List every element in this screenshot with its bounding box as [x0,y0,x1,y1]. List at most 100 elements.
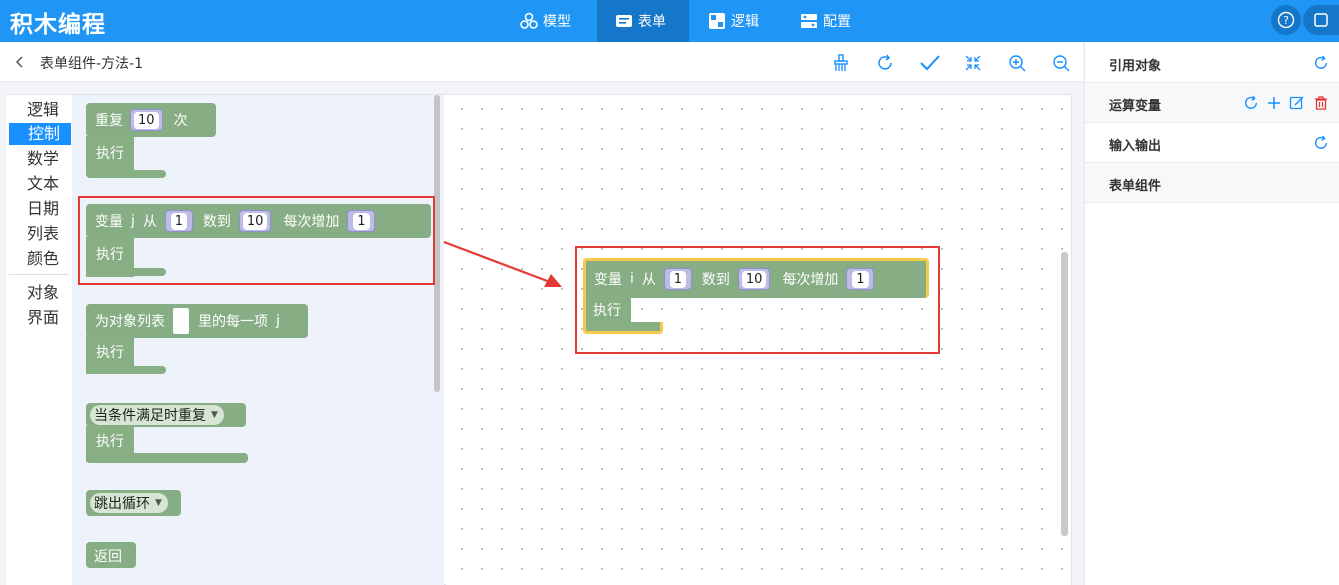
while-mode-dropdown[interactable]: 当条件满足时重复 ▼ [90,405,224,425]
return-label: 返回 [94,549,122,565]
for-loop-block[interactable]: 变量 j 从 1 数到 10 每次增加 1 [86,204,431,238]
check-icon[interactable] [919,54,941,72]
tab-form-label: 表单 [638,14,666,30]
repeat-count-slot[interactable]: 10 [130,109,163,131]
window-icon[interactable] [1303,5,1339,35]
config-icon [800,12,818,30]
canvas-scrollbar[interactable] [1061,252,1068,536]
canvas[interactable] [446,95,1071,585]
category-control[interactable]: 控制 [9,123,71,145]
for-each-foot [86,366,166,374]
for-each-list-slot[interactable] [173,308,189,334]
for-to-slot[interactable]: 10 [238,210,272,232]
while-block[interactable]: 当条件满足时重复 ▼ [86,403,246,427]
for-each-label: 为对象列表 [95,314,165,330]
placed-to[interactable]: 10 [741,270,767,288]
tab-model-label: 模型 [543,14,571,30]
category-text[interactable]: 文本 [27,174,60,193]
for-step-slot[interactable]: 1 [347,210,376,232]
tab-logic[interactable]: 逻辑 [708,0,759,42]
back-icon[interactable] [13,54,27,70]
while-do-label: 执行 [96,434,124,450]
repeat-count[interactable]: 10 [134,111,159,129]
dropdown-arrow-icon: ▼ [211,410,218,420]
edit-icon[interactable] [1289,95,1305,111]
category-color[interactable]: 颜色 [27,249,60,268]
tab-config[interactable]: 配置 [800,0,851,42]
toolbox-categories: 逻辑 控制 数学 文本 日期 列表 颜色 对象 界面 [6,95,72,585]
section-form-components-label: 表单组件 [1109,179,1162,194]
placed-var[interactable]: i [630,271,634,287]
for-from-slot[interactable]: 1 [164,210,193,232]
placed-to-slot[interactable]: 10 [737,268,771,290]
breadcrumb: 表单组件-方法-1 [40,56,144,72]
clean-icon[interactable] [832,54,850,72]
delete-icon[interactable] [1313,95,1329,111]
right-panel: 引用对象 运算变量 输入输出 表单组件 [1084,42,1339,585]
canvas-highlight-box [575,246,940,354]
repeat-suffix: 次 [173,113,188,129]
tab-model[interactable]: 模型 [520,0,571,42]
refresh-icon[interactable] [876,54,894,72]
section-variables-label: 运算变量 [1109,99,1162,114]
for-each-block[interactable]: 为对象列表 里的每一项 j [86,304,308,338]
tab-form[interactable]: 表单 [597,0,689,42]
section-io-label: 输入输出 [1109,139,1162,154]
for-step[interactable]: 1 [353,212,370,230]
repeat-block[interactable]: 重复 10 次 [86,103,216,137]
dropdown-arrow-icon: ▼ [155,498,162,508]
section-variables[interactable]: 运算变量 [1085,83,1339,123]
category-date[interactable]: 日期 [27,199,60,218]
placed-step-label: 每次增加 [782,272,839,288]
category-logic[interactable]: 逻辑 [27,100,60,119]
collapse-icon[interactable] [964,54,982,72]
category-list[interactable]: 列表 [27,224,60,243]
placed-from[interactable]: 1 [669,270,687,288]
help-icon[interactable]: ? [1271,5,1301,35]
while-foot [86,453,248,463]
repeat-stem [86,136,134,176]
return-block[interactable]: 返回 [86,542,136,568]
drag-arrow-icon [443,240,562,287]
tab-config-label: 配置 [823,14,851,30]
section-form-components[interactable]: 表单组件 [1085,163,1339,203]
for-each-var[interactable]: j [276,313,280,329]
model-icon [520,12,538,30]
refresh-icon[interactable] [1243,95,1259,111]
for-step-label: 每次增加 [283,214,340,230]
for-each-do-label: 执行 [96,345,124,361]
for-var[interactable]: j [131,213,135,229]
add-icon[interactable] [1266,95,1282,111]
repeat-do-label: 执行 [96,146,124,162]
top-bar: 积木编程 模型 表单 逻辑 配置 ? [0,0,1339,42]
for-each-middle: 里的每一项 [198,314,268,330]
section-io[interactable]: 输入输出 [1085,123,1339,163]
zoom-in-icon[interactable] [1008,54,1026,72]
placed-from-label: 从 [641,272,656,288]
refresh-icon[interactable] [1313,135,1329,151]
form-icon [615,12,633,30]
for-do-label: 执行 [96,247,124,263]
placed-do-label: 执行 [593,303,621,319]
repeat-foot [86,170,166,178]
placed-step-slot[interactable]: 1 [846,268,875,290]
category-math[interactable]: 数学 [27,149,60,168]
placed-stem [583,296,631,334]
placed-from-slot[interactable]: 1 [663,268,692,290]
for-from[interactable]: 1 [170,212,188,230]
break-block[interactable]: 跳出循环▼ [86,490,181,516]
placed-step[interactable]: 1 [852,270,869,288]
placed-to-label: 数到 [701,272,730,288]
category-ui[interactable]: 界面 [27,308,60,327]
placed-for-loop-block[interactable]: 变量 i 从 1 数到 10 每次增加 1 [583,258,929,298]
placed-var-label: 变量 [594,272,622,288]
section-ref-objects[interactable]: 引用对象 [1085,43,1339,83]
flyout-scrollbar[interactable] [434,95,440,392]
refresh-icon[interactable] [1313,55,1329,71]
zoom-out-icon[interactable] [1052,54,1070,72]
break-mode-dropdown[interactable]: 跳出循环▼ [90,493,168,513]
category-object[interactable]: 对象 [27,283,60,302]
placed-foot [631,322,663,334]
while-mode: 当条件满足时重复 [94,408,206,424]
for-to[interactable]: 10 [242,212,268,230]
